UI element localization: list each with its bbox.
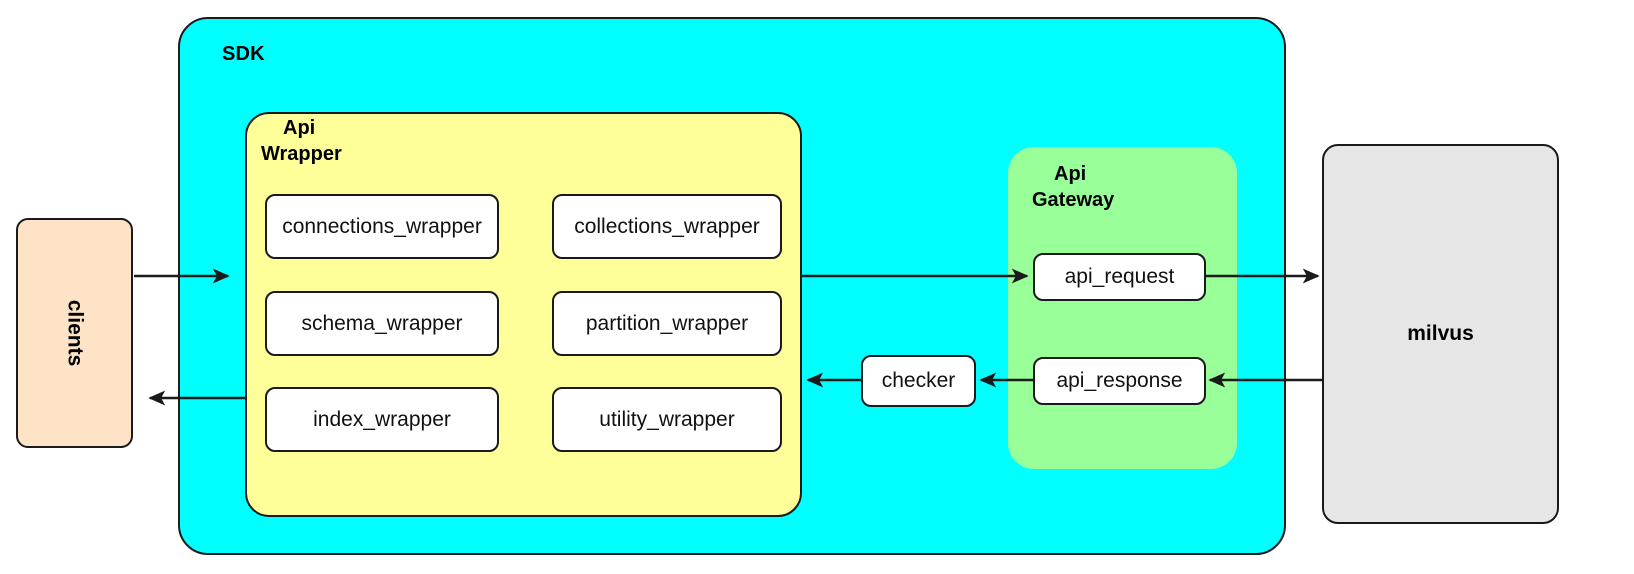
node-partition-wrapper[interactable]: partition_wrapper (552, 291, 782, 356)
clients-node[interactable] (16, 218, 133, 448)
clients-label: clients (63, 299, 87, 367)
sdk-label: SDK (222, 43, 265, 65)
node-checker[interactable]: checker (861, 355, 976, 407)
node-schema-wrapper[interactable]: schema_wrapper (265, 291, 499, 356)
api-wrapper-label: Api Wrapper (261, 116, 441, 167)
api-gateway-label-line2: Gateway (1032, 188, 1115, 211)
node-collections-wrapper[interactable]: collections_wrapper (552, 194, 782, 259)
node-connections-wrapper[interactable]: connections_wrapper (265, 194, 499, 259)
api-gateway-label: Api Gateway (1032, 162, 1212, 213)
api-wrapper-label-line1: Api (283, 117, 316, 139)
node-index-wrapper[interactable]: index_wrapper (265, 387, 499, 452)
node-api-request[interactable]: api_request (1033, 253, 1206, 301)
api-gateway-label-line1: Api (1054, 163, 1087, 185)
milvus-label: milvus (1407, 322, 1474, 345)
milvus-node[interactable] (1322, 144, 1559, 524)
node-utility-wrapper[interactable]: utility_wrapper (552, 387, 782, 452)
api-gateway-container (1008, 147, 1237, 469)
api-wrapper-label-line2: Wrapper (261, 142, 342, 165)
node-api-response[interactable]: api_response (1033, 357, 1206, 405)
